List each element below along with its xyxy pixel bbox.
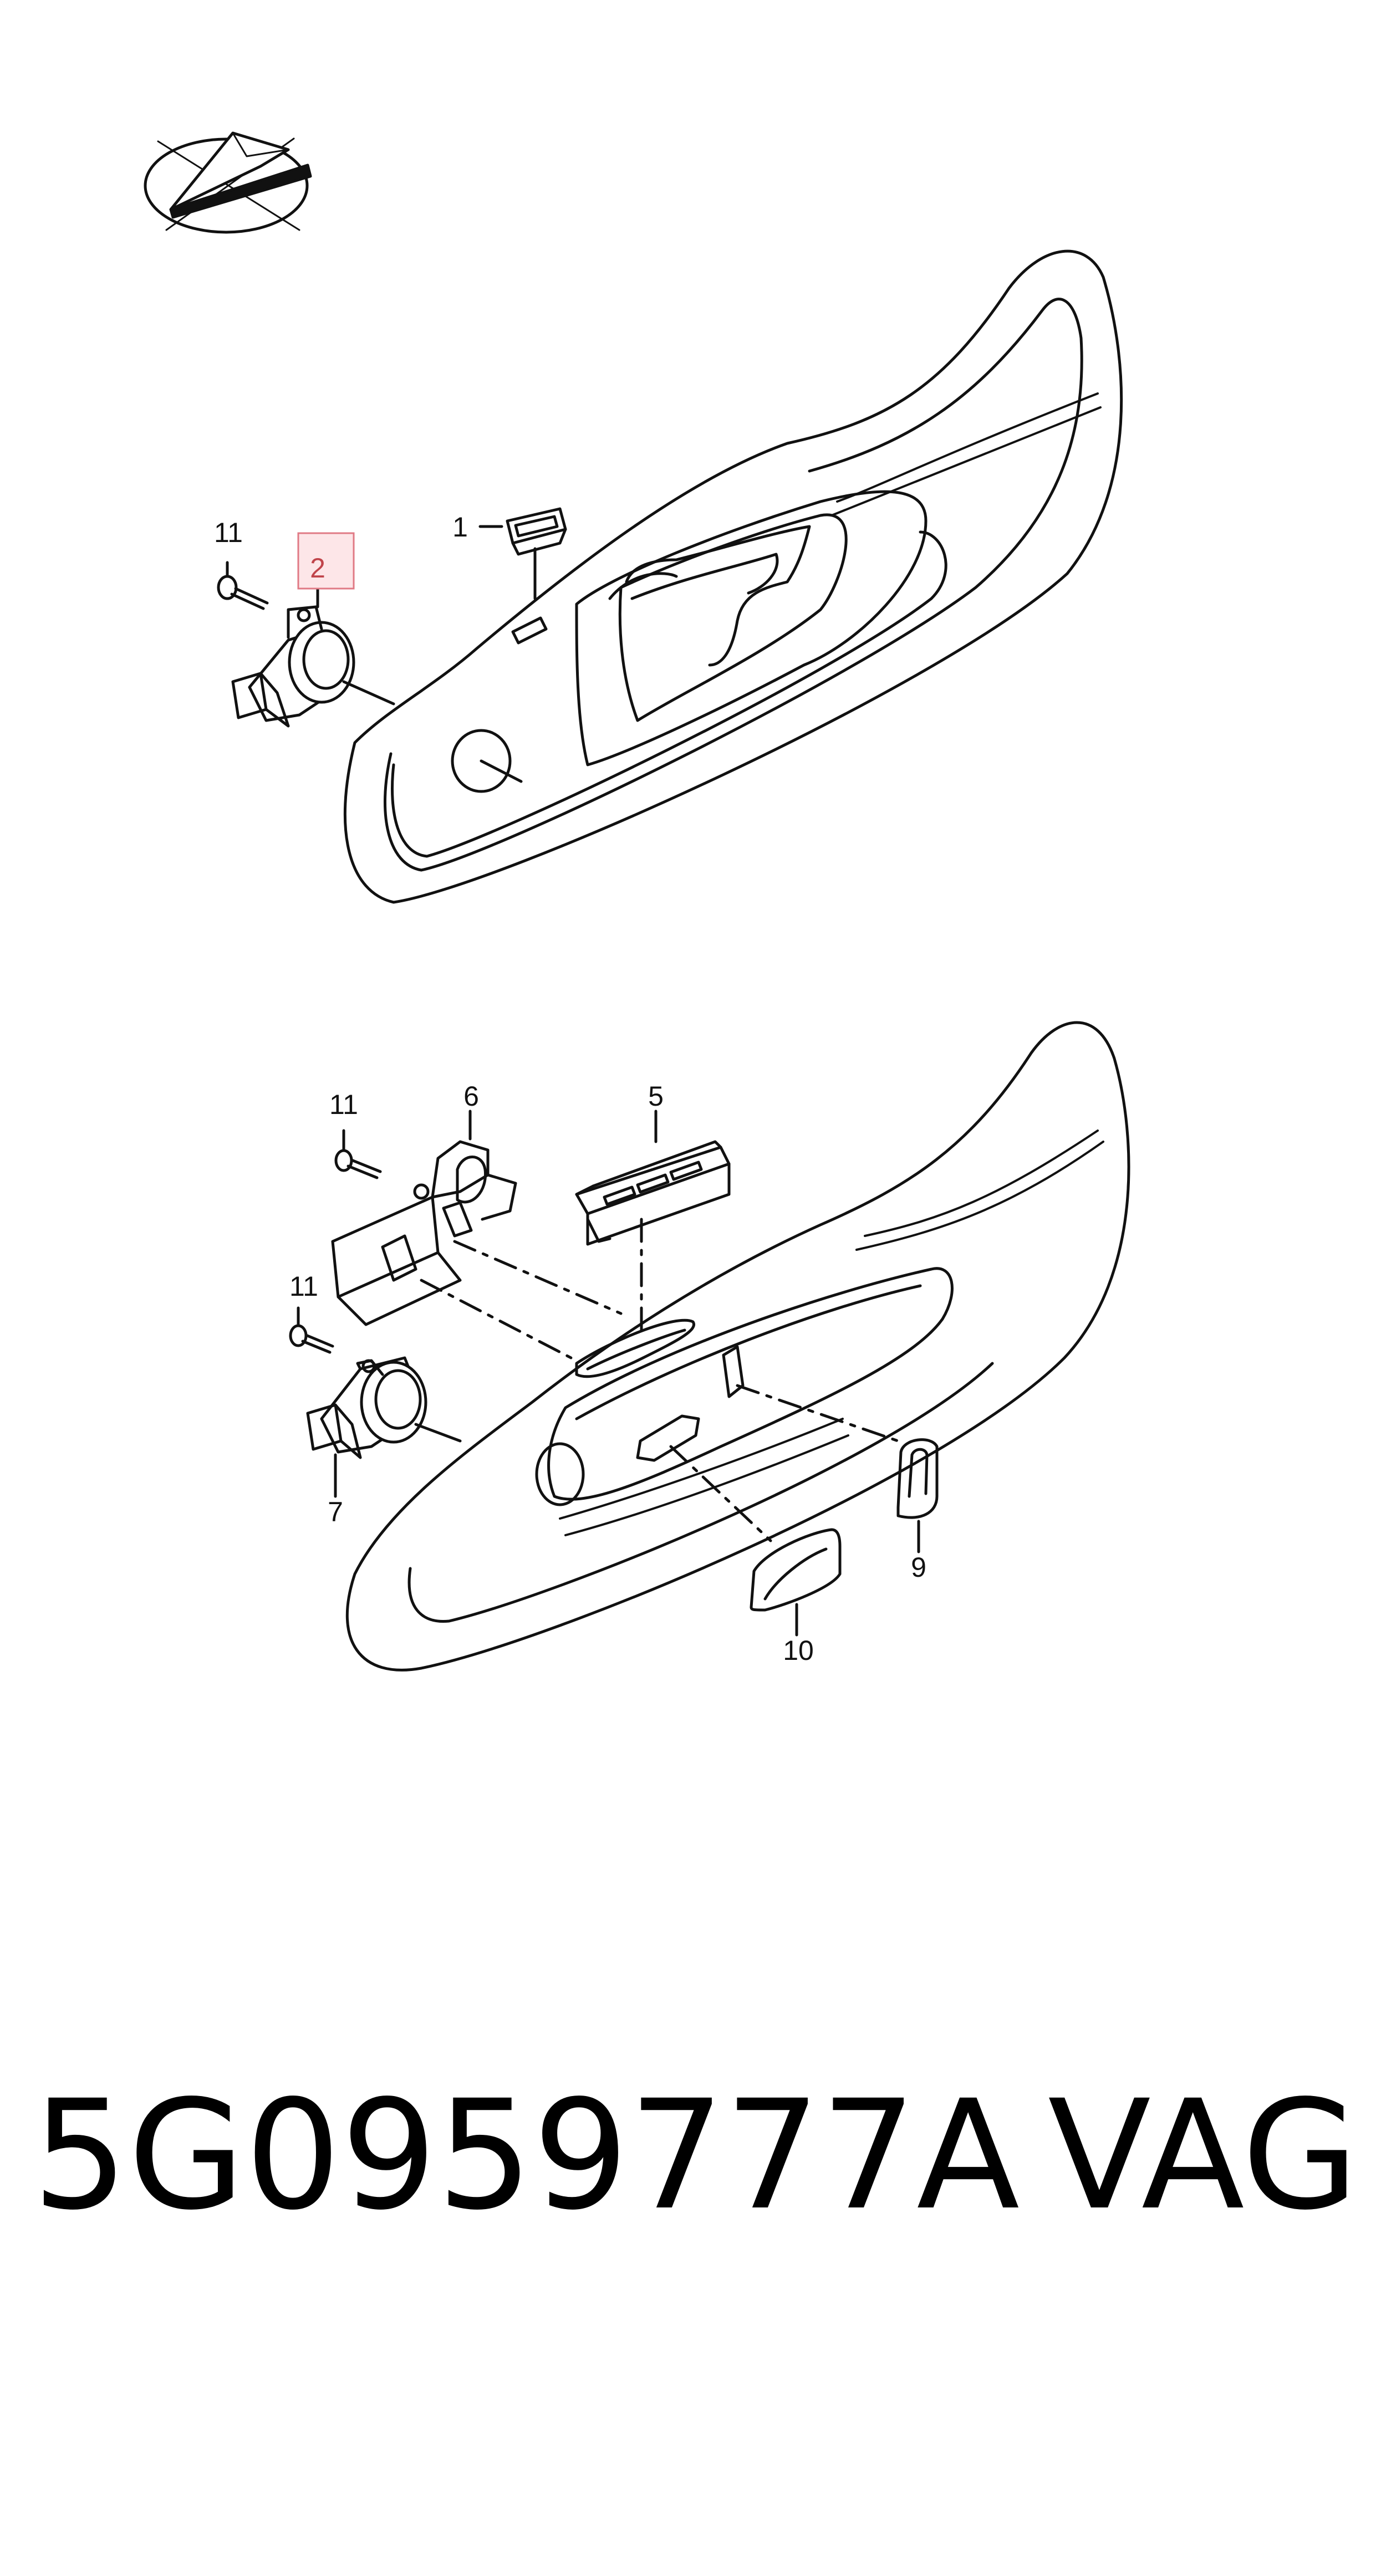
callout-9: 9 [911, 1552, 926, 1583]
part-9-handle [736, 1384, 939, 1553]
parts-diagram: 1 2 11 5 6 11 11 7 9 10 [144, 131, 1130, 1672]
orientation-arrow-icon [144, 131, 312, 234]
part-number: 5G0959777A [32, 2068, 1020, 2243]
callout-6: 6 [463, 1081, 479, 1112]
part-11-screw-mid-a [334, 1129, 382, 1179]
callout-2: 2 [310, 553, 325, 584]
part-5-switch-block [575, 1140, 731, 1332]
callout-10: 10 [783, 1635, 814, 1666]
caption: 5G0959777A VAG [0, 2073, 1381, 2239]
part-11-screw-mid-b [289, 1306, 334, 1354]
brand-name: VAG [1048, 2068, 1359, 2243]
callout-11-mid-b: 11 [289, 1271, 318, 1302]
callout-11-mid-a: 11 [329, 1089, 358, 1120]
part-1-switch [506, 507, 567, 600]
callout-1: 1 [452, 512, 468, 543]
seat-side-panel-top [343, 249, 1123, 904]
part-10-handle [669, 1445, 842, 1637]
callout-11-top: 11 [214, 517, 243, 548]
part-6-module [331, 1110, 623, 1359]
part-7-knob-module [306, 1356, 462, 1498]
part-11-screw-top [217, 561, 269, 610]
seat-side-panel-bottom [345, 1021, 1130, 1672]
callout-5: 5 [648, 1081, 664, 1112]
part-2-knob-module [231, 605, 395, 728]
highlight-box-2 [297, 532, 355, 590]
callout-7: 7 [328, 1496, 343, 1527]
